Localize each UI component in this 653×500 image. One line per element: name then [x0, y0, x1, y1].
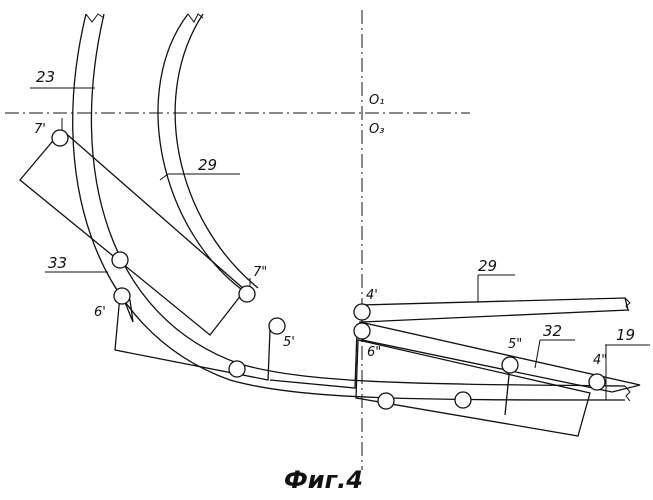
label-19: 19 — [616, 326, 635, 344]
roller-belt-2 — [378, 393, 394, 409]
roller-upper-33 — [112, 252, 128, 268]
arc-29-outer-edge — [158, 14, 245, 292]
label-5pp: 5" — [508, 337, 522, 352]
roller-4p — [354, 304, 370, 320]
figure-caption: Фиг.4 — [284, 466, 363, 494]
roller-5p — [269, 318, 285, 334]
label-7pp: 7" — [253, 265, 267, 280]
conveyor-32-lower — [356, 340, 590, 436]
roller-belt-3 — [455, 392, 471, 408]
outer-belt-break-mark — [86, 14, 104, 22]
label-4pp: 4" — [593, 353, 607, 368]
roller-4pp — [589, 374, 605, 390]
label-6pp: 6" — [367, 345, 381, 360]
band-29-straight — [360, 298, 628, 322]
roller-7pp — [239, 286, 255, 302]
label-23: 23 — [36, 68, 55, 86]
roller-5pp — [502, 357, 518, 373]
label-4p: 4' — [366, 288, 378, 303]
roller-6pp — [354, 323, 370, 339]
outer-belt-23-outer-edge — [73, 14, 625, 400]
leader-32 — [535, 340, 540, 368]
label-6p: 6' — [94, 305, 106, 320]
arc-29-inner-edge — [175, 14, 258, 288]
frame-6p-5p — [115, 295, 270, 380]
label-5p: 5' — [283, 335, 295, 350]
roller-7p — [52, 130, 68, 146]
label-33: 33 — [48, 254, 67, 272]
leader-29-arc — [160, 174, 168, 180]
label-29-top: 29 — [478, 257, 497, 275]
roller-belt-1 — [229, 361, 245, 377]
label-7p: 7' — [34, 122, 46, 137]
label-29-arc: 29 — [198, 156, 217, 174]
label-o1: O₁ — [369, 93, 384, 108]
label-o3: O₃ — [369, 122, 384, 137]
roller-6p — [114, 288, 130, 304]
label-32: 32 — [543, 322, 562, 340]
